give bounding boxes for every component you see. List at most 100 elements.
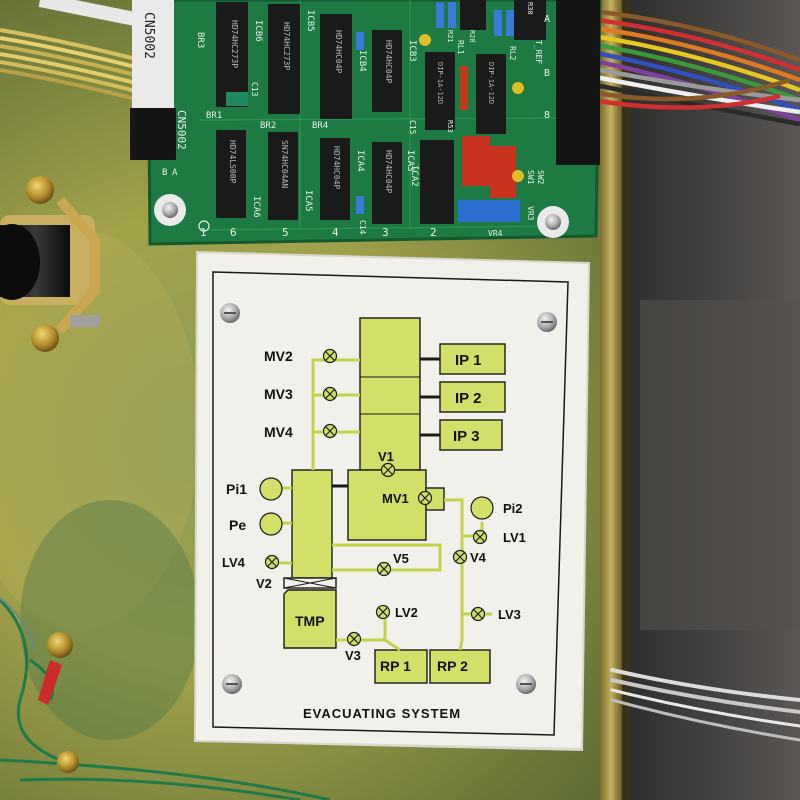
- pcb-mark: VR3: [526, 206, 535, 221]
- ic-label-ica4: ICA4: [355, 150, 365, 172]
- rail-edge: [622, 0, 630, 800]
- lower-chamber: [347, 469, 427, 541]
- cap-label: C13: [250, 82, 259, 97]
- vacuum-diagram: [283, 317, 506, 684]
- label-rp2: RP 2: [437, 658, 468, 674]
- gauge-icon: [259, 512, 283, 536]
- label-mv2: MV2: [264, 348, 293, 364]
- pin-number: 8: [544, 110, 550, 121]
- chip-mark: DIP-1A-12D: [436, 62, 444, 104]
- circuit-board: CN5002 CN5002 B A HD74HC273P HD74HC273P …: [130, 0, 602, 246]
- label-pi2: Pi2: [503, 501, 523, 516]
- valve-icon: [452, 549, 468, 565]
- pin-letter: A: [544, 14, 550, 25]
- pcb-hole: [198, 220, 210, 232]
- pin-number: 5: [282, 226, 289, 239]
- chip-mark: SN74HC04AN: [280, 140, 289, 188]
- ic-row-top: HD74HC273P HD74HC273P HD74HC04P HD74HC04…: [195, 2, 417, 119]
- valve-icons: [264, 348, 488, 647]
- right-reflection: [640, 300, 800, 630]
- screw-icon: [26, 176, 54, 204]
- ion-pump-3: [439, 419, 503, 451]
- connector-cn5002: [132, 0, 174, 110]
- valve-icon: [322, 348, 338, 364]
- ic-label-ica5: ICA5: [303, 190, 313, 212]
- row-letter-a: A: [172, 168, 178, 178]
- valve-icon: [322, 423, 338, 439]
- bridge-label: BR2: [260, 121, 276, 131]
- valve-icon: [417, 490, 433, 506]
- chip-mark: DIP-1A-12D: [487, 62, 495, 104]
- label-ip1: IP 1: [455, 352, 481, 369]
- bridge-label: BR3: [195, 32, 205, 48]
- row-letter-b: B: [162, 168, 167, 178]
- pcb-mark: R53: [446, 120, 454, 133]
- main-chamber: [359, 317, 421, 471]
- label-mv3: MV3: [264, 386, 293, 402]
- chip-mark: HD74HC04P: [384, 150, 393, 194]
- turbo-pump: [283, 589, 337, 649]
- valve-icon: [470, 606, 486, 622]
- bridge-label: BR1: [206, 111, 222, 121]
- plate-border: [212, 271, 569, 736]
- bridge-label: BR4: [312, 121, 328, 131]
- label-lv1: LV1: [503, 530, 526, 545]
- label-mv4: MV4: [264, 424, 293, 440]
- pcb-mark: R30: [526, 2, 534, 15]
- valve-icon: [375, 604, 391, 620]
- rotary-pump-1: [374, 649, 428, 684]
- ic-label-ica6: ICA6: [251, 196, 261, 218]
- label-mv1: MV1: [382, 491, 409, 506]
- ic-label-icb6: ICB6: [253, 20, 263, 42]
- pin-number: 3: [382, 226, 389, 239]
- label-pi1: Pi1: [226, 481, 247, 497]
- label-v2: V2: [256, 576, 272, 591]
- cap-label: C15: [408, 120, 417, 135]
- chip-mark: HD74HC04P: [332, 146, 341, 190]
- ic-label-icb5: ICB5: [305, 10, 315, 32]
- chip-mark: HD74HC04P: [334, 30, 343, 74]
- chip-mark: HD74HC273P: [282, 22, 291, 70]
- chassis-shadow: [20, 500, 200, 740]
- label-ip3: IP 3: [453, 428, 479, 445]
- pcb-cn5002-label: CN5002: [175, 110, 188, 150]
- pcb-mark: R21: [446, 30, 454, 43]
- plate-title: EVACUATING SYSTEM: [303, 706, 461, 721]
- label-rp1: RP 1: [380, 658, 411, 674]
- label-tmp: TMP: [295, 613, 325, 629]
- ribbon-cable-right: [579, 7, 800, 127]
- label-v3: V3: [345, 648, 361, 663]
- pcb-mark: T_REF: [534, 40, 543, 64]
- pcb-right-components: DIP-1A-12D DIP-1A-12D T_REF RL2 RL1 VR4 …: [226, 0, 546, 238]
- gauge-icon: [259, 477, 283, 501]
- label-v1: V1: [378, 449, 394, 464]
- rotary-pump-2: [429, 649, 491, 684]
- screw-icon: [31, 324, 59, 352]
- right-rail: [600, 0, 622, 800]
- screw-icon: [162, 202, 178, 218]
- pcb-mark: R28: [468, 30, 476, 43]
- pin-number: 4: [332, 226, 339, 239]
- connector-header-right: [556, 0, 600, 165]
- valve-icon: [380, 462, 396, 478]
- gauge-icon: [470, 496, 494, 520]
- ion-pump-2: [439, 381, 506, 413]
- valve-icon: [264, 554, 280, 570]
- ic-label-ica3: ICA3: [405, 150, 415, 172]
- pcb-mark: RL2: [508, 46, 517, 61]
- valve-icon: [322, 386, 338, 402]
- chip-mark: HD74HC04P: [384, 40, 393, 84]
- ic-label-icb3: ICB3: [407, 40, 417, 62]
- label-ip2: IP 2: [455, 390, 481, 407]
- valve-icon: [472, 529, 488, 545]
- pcb-mark: SW2: [536, 170, 545, 185]
- ribbon-cable-left: [0, 0, 142, 102]
- valve-icon: [376, 561, 392, 577]
- wire-bundle-right: [610, 668, 800, 742]
- ic-label-icb4: ICB4: [357, 50, 367, 72]
- label-lv3: LV3: [498, 607, 521, 622]
- left-column: [291, 469, 333, 579]
- chip-mark: HD74LS00P: [228, 140, 237, 184]
- terminal-lug: [38, 632, 79, 773]
- ic-row-bottom: HD74LS00P SN74HC04AN HD74HC04P HD74HC04P…: [200, 111, 454, 239]
